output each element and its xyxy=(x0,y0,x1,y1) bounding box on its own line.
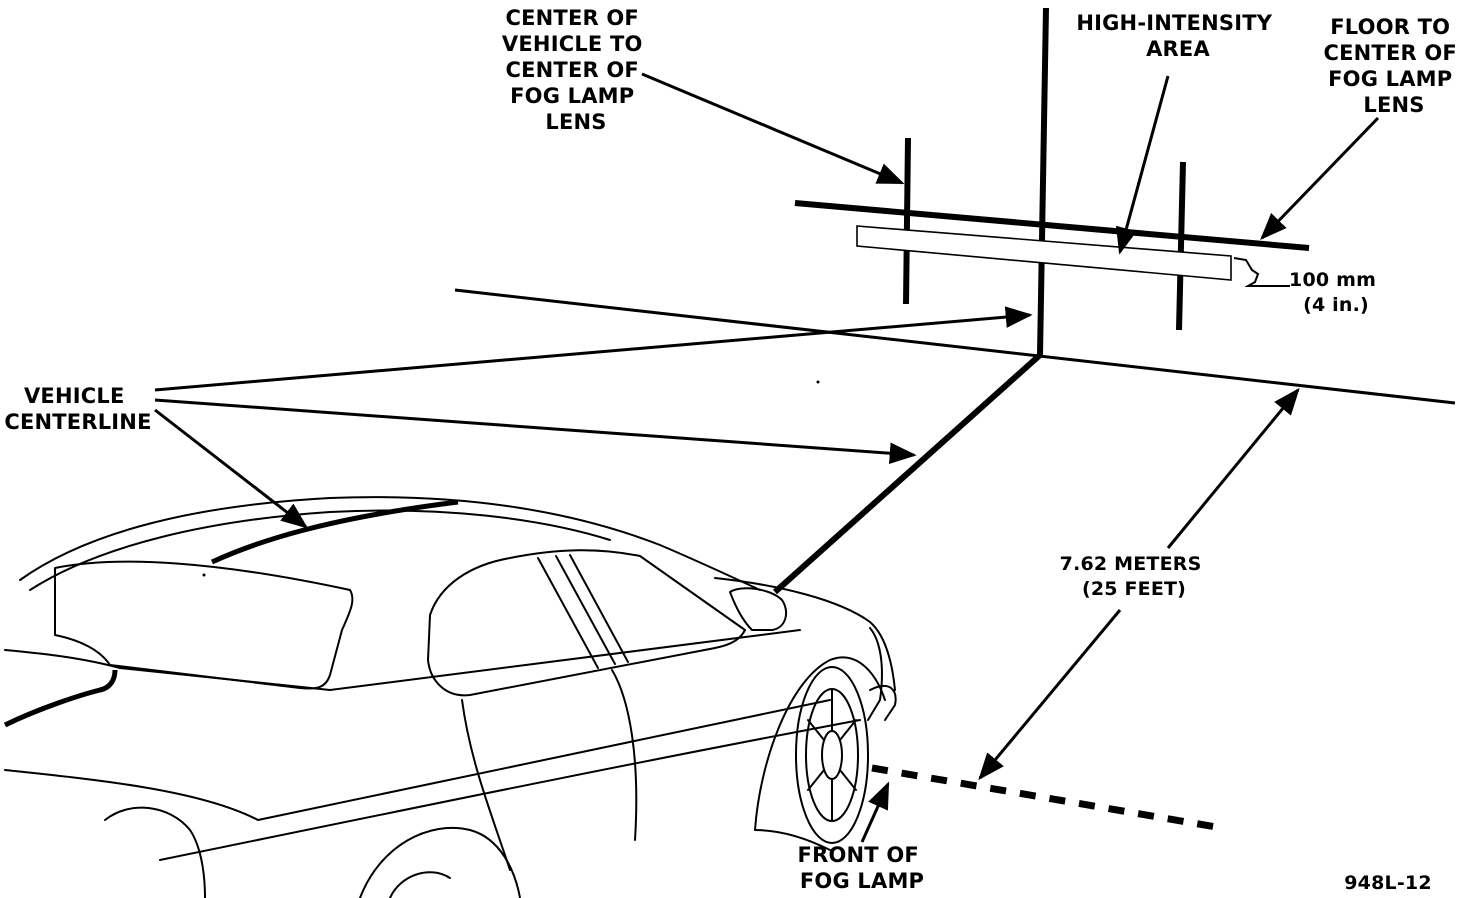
label-center-of-vehicle: CENTER OF VEHICLE TO CENTER OF FOG LAMP … xyxy=(502,6,650,134)
floor-lines xyxy=(202,288,1456,832)
leader-distance-up xyxy=(1166,387,1300,549)
wall-floor-line xyxy=(454,288,1456,405)
front-wheel-tire xyxy=(795,666,869,844)
front-wheel-spokes xyxy=(807,688,857,822)
hood-outline xyxy=(714,577,896,691)
b-pillar-3 xyxy=(569,554,629,663)
aiming-screen xyxy=(794,7,1310,356)
leader-front-of-fog-lamp xyxy=(860,781,890,843)
roof-centerline-stripe xyxy=(210,499,459,565)
callout-labels: CENTER OF VEHICLE TO CENTER OF FOG LAMP … xyxy=(4,6,1465,894)
label-front-of-fog-lamp: FRONT OF FOG LAMP xyxy=(798,843,927,893)
vertical-vehicle-centerline-on-screen xyxy=(1037,7,1049,356)
side-window xyxy=(427,549,746,697)
leader-vehicle-centerline-lower xyxy=(154,408,309,529)
trunk-edge xyxy=(3,669,118,728)
leader-center-of-vehicle xyxy=(641,72,905,185)
body-beltline xyxy=(4,629,801,691)
figure-id: 948L-12 xyxy=(1344,872,1432,894)
left-lamp-vertical-line xyxy=(903,137,911,305)
rear-wheel xyxy=(389,871,451,898)
rear-quarter xyxy=(104,806,206,898)
horizontal-lamp-center-line xyxy=(794,200,1310,251)
front-wheel-hub xyxy=(821,730,843,780)
fog-lamp-bumper xyxy=(869,685,897,721)
body-side-line-2 xyxy=(159,719,861,861)
b-pillar-2 xyxy=(555,555,616,665)
dimension-bracket xyxy=(1233,257,1290,287)
rear-window xyxy=(54,560,354,690)
leader-lines xyxy=(154,72,1380,843)
front-fascia xyxy=(867,627,883,721)
roof-inner-line xyxy=(29,509,611,591)
front-of-fog-lamp-line xyxy=(871,764,1223,832)
high-intensity-area-band xyxy=(856,225,1232,281)
label-distance: 7.62 METERS (25 FEET) xyxy=(1060,553,1209,600)
side-mirror xyxy=(729,587,788,631)
leader-vehicle-centerline-upper xyxy=(154,306,1033,392)
vehicle-outline xyxy=(3,496,897,898)
front-lower-body xyxy=(754,829,831,851)
door-line xyxy=(461,699,511,871)
leader-distance-down xyxy=(978,609,1122,781)
floor-centerline xyxy=(773,352,1042,595)
label-high-intensity-area: HIGH-INTENSITY AREA xyxy=(1076,11,1279,61)
front-wheel-arch xyxy=(754,656,886,831)
label-floor-to-center: FLOOR TO CENTER OF FOG LAMP LENS xyxy=(1324,15,1465,117)
car-dot xyxy=(202,573,206,577)
label-100mm: 100 mm (4 in.) xyxy=(1289,269,1383,316)
door-rear-line xyxy=(611,669,638,841)
rear-wheel-arch xyxy=(359,826,521,898)
roof-outline xyxy=(19,496,761,591)
label-vehicle-centerline: VEHICLE CENTERLINE xyxy=(4,384,151,434)
right-lamp-vertical-line xyxy=(1176,161,1186,331)
body-side-line-1 xyxy=(4,699,831,821)
b-pillar-1 xyxy=(537,557,599,669)
leader-floor-to-center xyxy=(1260,116,1380,240)
leader-high-intensity xyxy=(1115,75,1170,255)
floor-dot xyxy=(816,380,820,384)
leader-vehicle-centerline-middle xyxy=(154,398,917,465)
